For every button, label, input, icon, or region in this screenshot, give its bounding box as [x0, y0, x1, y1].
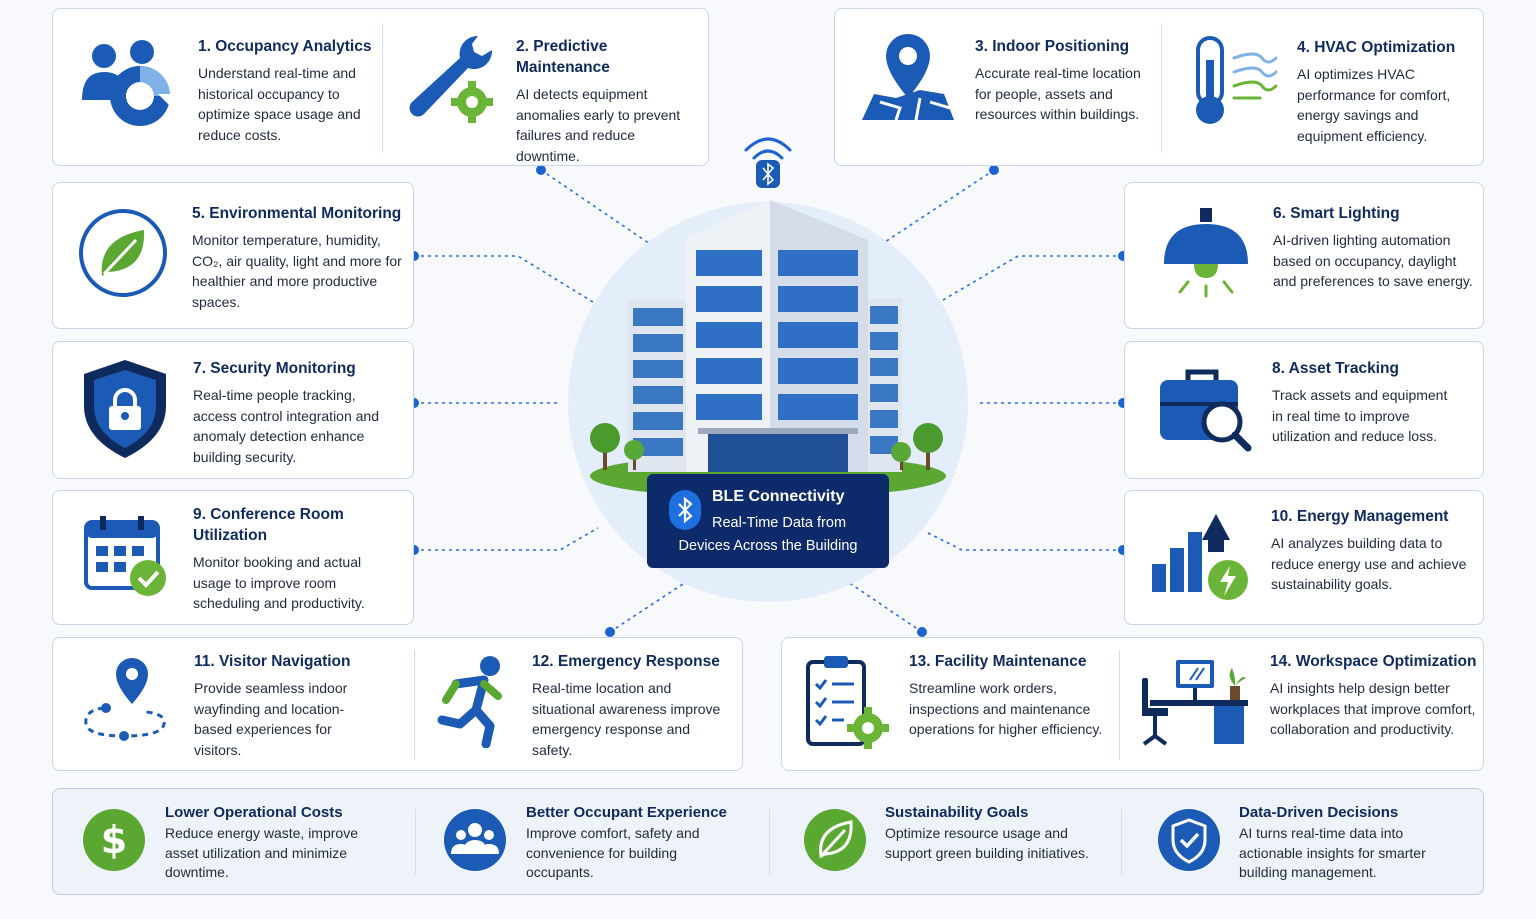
shield-check-icon — [1158, 809, 1220, 871]
feature-title: 14. Workspace Optimization — [1270, 653, 1477, 670]
benefit-desc: Reduce energy waste, improve asset utili… — [165, 825, 358, 880]
map-pin-icon — [862, 34, 954, 121]
feature-desc: AI insights help design better workplace… — [1270, 680, 1476, 737]
benefit-title: Sustainability Goals — [885, 804, 1029, 821]
feature-desc: AI analyzes building data to reduce ener… — [1271, 535, 1467, 592]
benefit-desc: AI turns real-time data into actionable … — [1239, 825, 1426, 880]
feature-desc: Understand real-time and historical occu… — [198, 65, 361, 143]
feature-4: 4. HVAC Optimization AI optimizes HVAC p… — [1297, 37, 1477, 146]
feature-title: 1. Occupancy Analytics — [198, 38, 372, 55]
occupancy-icon — [82, 40, 172, 126]
feature-desc: Real-time people tracking, access contro… — [193, 387, 379, 465]
benefit-4: Data-Driven Decisions AI turns real-time… — [1239, 804, 1464, 883]
shield-lock-icon — [84, 360, 166, 458]
feature-13: 13. Facility Maintenance Streamline work… — [909, 651, 1109, 740]
feature-title: 11. Visitor Navigation — [194, 653, 351, 670]
card-features-3-4 — [834, 8, 1484, 166]
energy-chart-icon — [1152, 514, 1248, 600]
benefit-desc: Optimize resource usage and support gree… — [885, 825, 1089, 861]
feature-title: 9. Conference Room Utilization — [193, 506, 344, 544]
feature-5: 5. Environmental Monitoring Monitor temp… — [192, 203, 407, 312]
feature-desc: Streamline work orders, inspections and … — [909, 680, 1103, 737]
benefits-bar — [52, 788, 1484, 895]
feature-desc: Accurate real-time location for people, … — [975, 65, 1141, 122]
ble-title: BLE Connectivity — [712, 488, 845, 505]
thermometer-icon — [1196, 36, 1278, 124]
clipboard-gear-icon — [806, 656, 889, 749]
lamp-icon — [1164, 208, 1248, 298]
feature-desc: Monitor temperature, humidity, CO₂, air … — [192, 232, 402, 310]
feature-desc: AI detects equipment anomalies early to … — [516, 86, 681, 164]
feature-title: 13. Facility Maintenance — [909, 653, 1087, 670]
card-features-13-14 — [781, 637, 1484, 771]
card-features-11-12 — [52, 637, 743, 771]
ble-line-1: Real-Time Data from — [712, 515, 847, 531]
feature-8: 8. Asset Tracking Track assets and equip… — [1272, 358, 1462, 447]
calendar-check-icon — [84, 516, 166, 596]
feature-title: 10. Energy Management — [1271, 508, 1449, 525]
feature-title: 4. HVAC Optimization — [1297, 39, 1456, 56]
bluetooth-icon — [669, 490, 701, 530]
running-person-icon — [437, 656, 502, 748]
feature-desc: Real-time location and situational aware… — [532, 680, 721, 758]
feature-title: 12. Emergency Response — [532, 653, 720, 670]
feature-12: 12. Emergency Response Real-time locatio… — [532, 651, 727, 760]
feature-title: 7. Security Monitoring — [193, 360, 356, 377]
benefit-title: Better Occupant Experience — [526, 804, 727, 821]
benefit-desc: Improve comfort, safety and convenience … — [526, 825, 700, 880]
feature-desc: Provide seamless indoor wayfinding and l… — [194, 680, 348, 758]
card-feature-7 — [52, 341, 414, 479]
leaf-icon — [79, 209, 167, 297]
feature-desc: Track assets and equipment in real time … — [1272, 387, 1448, 444]
feature-title: 6. Smart Lighting — [1273, 205, 1400, 222]
ble-line-2: Devices Across the Building — [678, 538, 858, 554]
feature-title: 3. Indoor Positioning — [975, 38, 1130, 55]
benefit-title: Data-Driven Decisions — [1239, 804, 1399, 821]
leaf-icon — [804, 809, 866, 871]
feature-1: 1. Occupancy Analytics Understand real-t… — [198, 36, 373, 145]
benefit-1: Lower Operational Costs Reduce energy wa… — [165, 804, 390, 883]
feature-3: 3. Indoor Positioning Accurate real-time… — [975, 36, 1155, 125]
feature-desc: AI optimizes HVAC performance for comfor… — [1297, 66, 1451, 144]
feature-9: 9. Conference Room Utilization Monitor b… — [193, 504, 393, 614]
feature-2: 2. Predictive Maintenance AI detects equ… — [516, 36, 702, 166]
feature-desc: AI-driven lighting automation based on o… — [1273, 232, 1473, 289]
feature-14: 14. Workspace Optimization AI insights h… — [1270, 651, 1480, 740]
feature-7: 7. Security Monitoring Real-time people … — [193, 358, 393, 467]
feature-11: 11. Visitor Navigation Provide seamless … — [194, 651, 379, 760]
dollar-icon: $ — [83, 809, 145, 871]
ble-connectivity-box: BLE Connectivity Real-Time Data from Dev… — [647, 474, 889, 568]
people-icon — [444, 809, 506, 871]
benefit-2: Better Occupant Experience Improve comfo… — [526, 804, 741, 883]
briefcase-search-icon — [1160, 369, 1252, 452]
feature-title: 2. Predictive Maintenance — [516, 38, 610, 76]
route-pin-icon — [84, 658, 166, 741]
feature-6: 6. Smart Lighting AI-driven lighting aut… — [1273, 203, 1473, 292]
feature-title: 8. Asset Tracking — [1272, 360, 1399, 377]
desk-icon — [1142, 660, 1248, 746]
feature-10: 10. Energy Management AI analyzes buildi… — [1271, 506, 1476, 595]
svg-text:$: $ — [101, 818, 127, 862]
benefit-title: Lower Operational Costs — [165, 804, 343, 821]
wrench-gear-icon — [409, 35, 493, 123]
feature-desc: Monitor booking and actual usage to impr… — [193, 554, 365, 611]
benefit-3: Sustainability Goals Optimize resource u… — [885, 804, 1100, 863]
feature-title: 5. Environmental Monitoring — [192, 205, 402, 222]
